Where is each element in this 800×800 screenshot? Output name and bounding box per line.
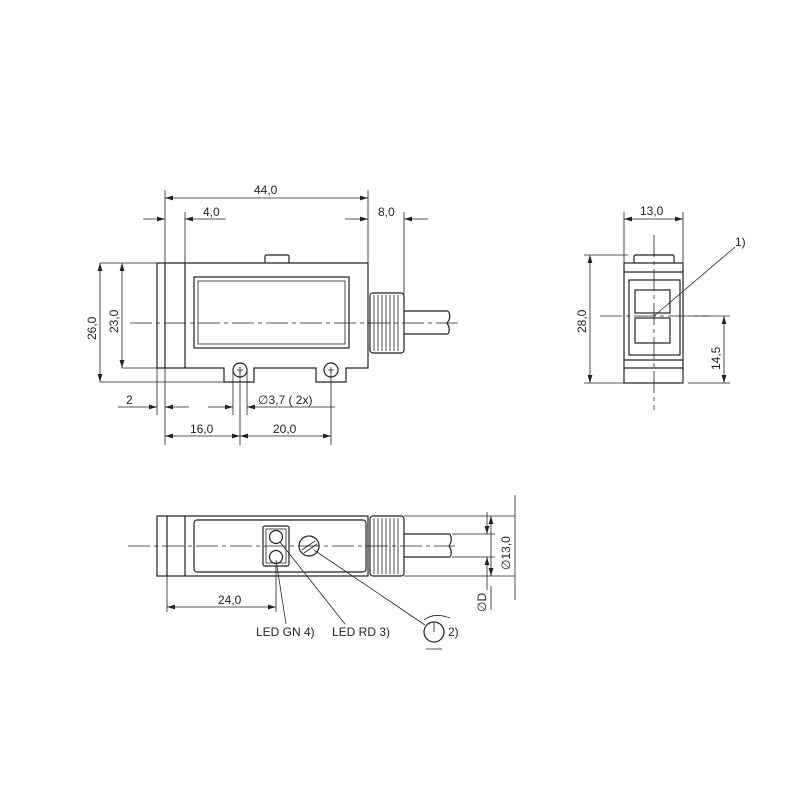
dim-14-5: 14,5 [709,346,723,370]
top-view [97,190,458,445]
dim-2: 2 [126,393,133,407]
dim-16: 16,0 [190,422,214,436]
side-view [584,212,736,410]
dim-26: 26,0 [85,316,99,340]
note-1: 1) [735,235,746,249]
dim-13: 13,0 [640,204,664,218]
dim-44: 44,0 [254,183,278,197]
dim-4: 4,0 [203,205,220,219]
dim-23: 23,0 [107,309,121,333]
dim-13-dia: ∅13,0 [499,536,513,570]
bottom-view [128,495,516,650]
dim-28: 28,0 [575,309,589,333]
label-led-rd: LED RD 3) [332,625,390,639]
dim-d: ∅D [475,593,489,612]
dim-8: 8,0 [378,205,395,219]
label-led-gn: LED GN 4) [256,625,315,639]
note-2: 2) [448,625,459,639]
dim-24: 24,0 [218,593,242,607]
dim-hole: ∅3,7 ( 2x) [258,393,312,407]
dim-20: 20,0 [273,422,297,436]
